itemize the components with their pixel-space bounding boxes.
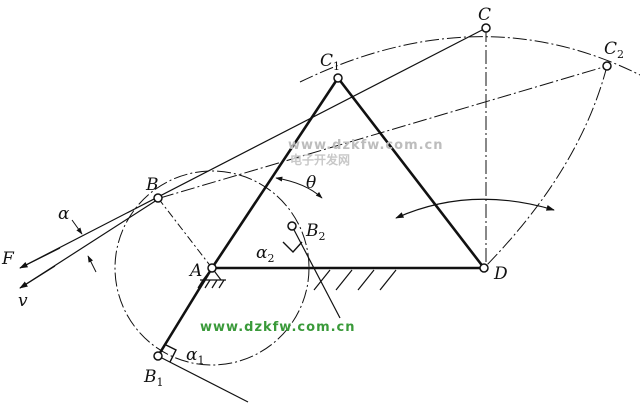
right-angle-b1 [165,344,177,363]
label-b: B [145,175,159,195]
link-a-b1 [156,267,214,357]
label-alpha2: α2 [256,243,274,265]
joint-c1 [333,73,343,83]
watermark-site-top: www.dzkfw.com.cn [288,138,444,153]
right-angle-b2 [282,241,303,254]
joint-b1 [153,351,163,361]
joint-c [481,23,491,33]
line-a-b [157,197,213,269]
force-arrow [19,247,61,269]
label-d: D [493,264,508,284]
label-c: C [478,5,491,25]
label-f: F [1,249,15,269]
joints [153,23,612,361]
joint-a [207,263,217,273]
label-c2: C2 [604,39,624,61]
watermark-site-cn: 电子开发网 [290,152,350,167]
joint-c2 [602,61,612,71]
rocker-arc-right [483,65,608,269]
theta-arc [275,176,323,199]
label-alpha: α [58,204,70,224]
rocker-path-arc [299,36,640,83]
line-b2-normal [291,225,341,319]
velocity-arrow [19,265,56,289]
label-theta: θ [306,173,316,193]
label-b1: B1 [143,367,164,389]
label-alpha1: α1 [186,345,204,367]
link-a-c1 [210,77,340,269]
label-b2: B2 [305,221,326,243]
link-c1-d [336,77,486,269]
force-line-f [19,27,487,269]
line-b-c2 [159,65,608,199]
label-v: v [18,291,28,311]
joint-d [479,263,489,273]
oscillation-arc [395,198,555,219]
label-a: A [188,261,202,281]
alpha-tick-2 [87,255,97,273]
joint-b2 [287,221,297,231]
joint-b [153,193,163,203]
ground-ad [313,269,397,291]
alpha-tick-1 [71,219,83,235]
watermark-site-bottom: www.dzkfw.com.cn [200,320,356,335]
line-b1-tangent [157,355,249,403]
label-c1: C1 [320,51,340,73]
